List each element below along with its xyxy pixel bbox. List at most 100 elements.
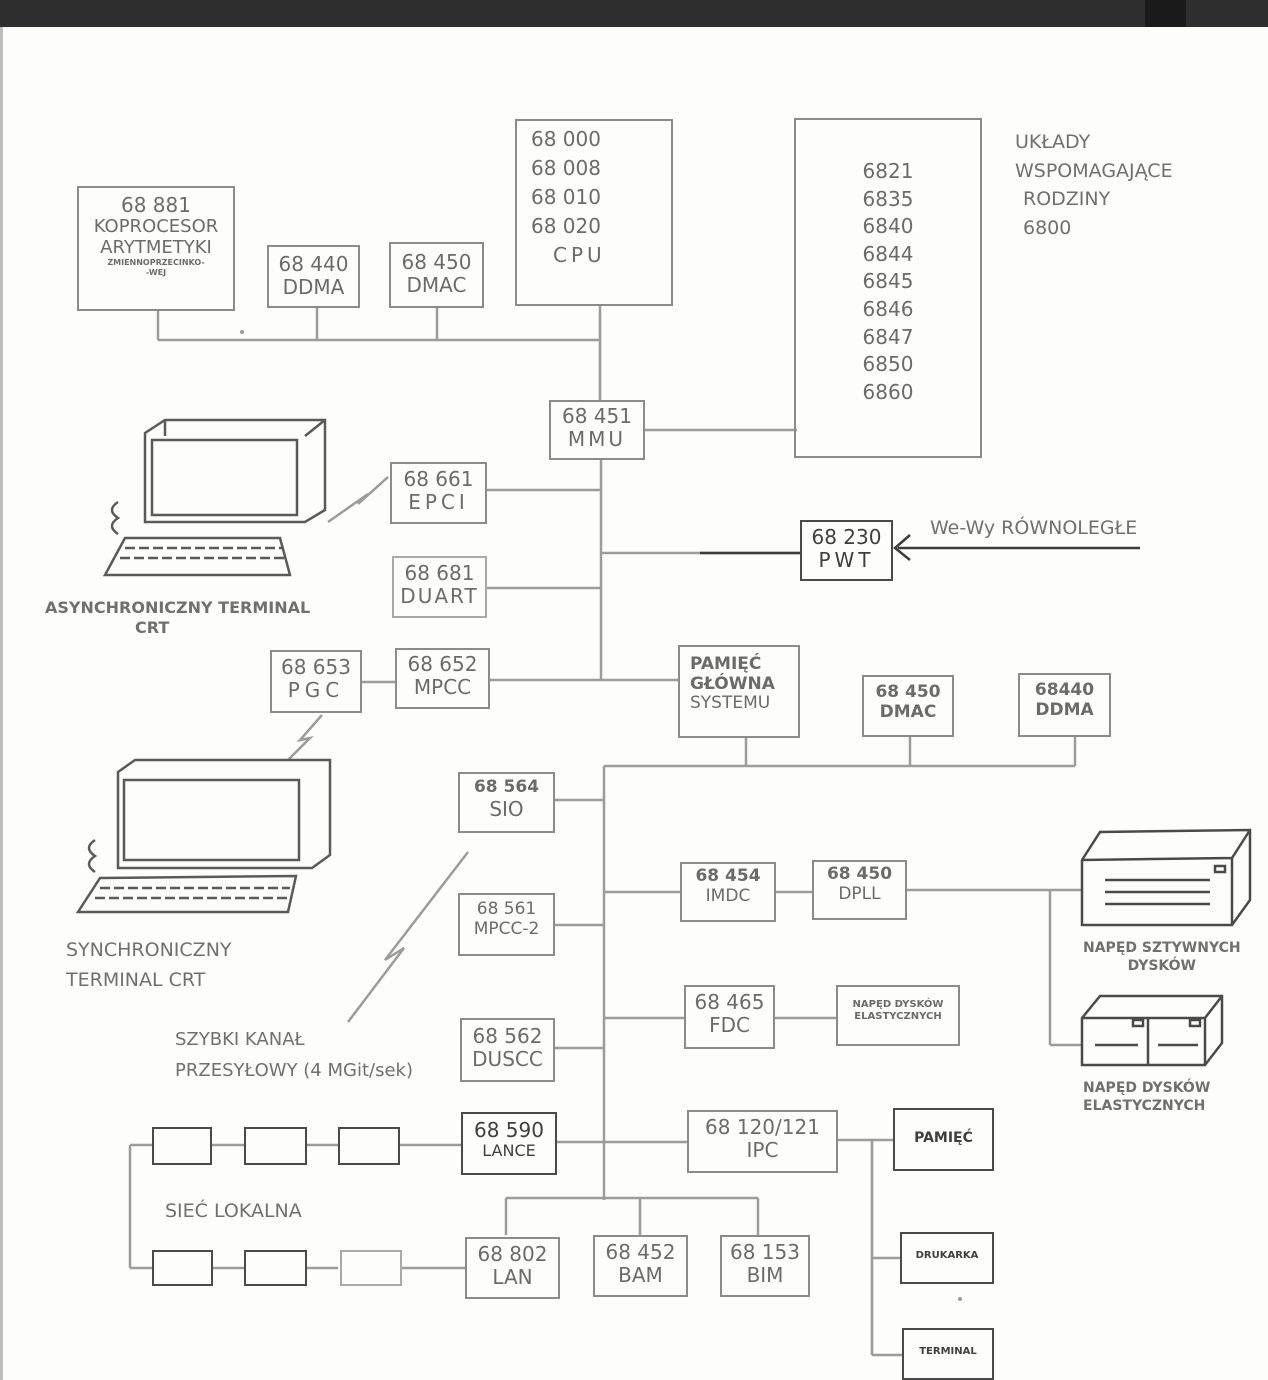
ddma-68440-box-2: 68440 DDMA — [1018, 673, 1111, 737]
bim-part: 68 153 — [730, 1240, 800, 1264]
lance-name: LANCE — [482, 1141, 536, 1160]
coproc-line5: -WEJ — [145, 267, 167, 277]
ipc-name: IPC — [746, 1138, 779, 1162]
hdd-label-line2: DYSKÓW — [1127, 957, 1196, 974]
chip-6860: 6860 — [862, 379, 914, 404]
terminal-box: TERMINAL — [902, 1328, 994, 1380]
chip-6850: 6850 — [862, 352, 914, 377]
dpll-68450-box: 68 450 DPLL — [812, 860, 907, 920]
support-title-3: RODZINY — [1023, 188, 1111, 210]
async-terminal-line1: ASYNCHRONICZNY TERMINAL — [45, 598, 311, 617]
memory-label: PAMIĘĆ — [914, 1130, 973, 1146]
pgc-name: PGC — [287, 678, 345, 702]
support-title-4: 6800 — [1023, 216, 1072, 239]
bim-68153-box: 68 153 BIM — [720, 1235, 810, 1297]
coproc-line3: ARYTMETYKI — [100, 236, 212, 258]
floppy-drive-box: NAPĘD DYSKÓW ELASTYCZNYCH — [836, 985, 960, 1046]
imdc-68454-box: 68 454 IMDC — [680, 862, 776, 922]
epci-name: EPCI — [408, 490, 469, 514]
sync-terminal-icon — [75, 758, 332, 914]
hdd-label-line1: NAPĘD SZTYWNYCH — [1083, 940, 1241, 956]
ddma1-part: 68 440 — [278, 252, 349, 276]
fast-channel-label: SZYBKI KANAŁ PRZESYŁOWY (4 MGit/sek) — [175, 1025, 413, 1086]
pgc-68653-box: 68 653 PGC — [270, 650, 362, 713]
fdc-name: FDC — [709, 1013, 750, 1037]
coproc-part: 68 881 — [121, 193, 191, 217]
epci-part: 68 661 — [403, 467, 474, 491]
ddma2-part: 68440 — [1034, 680, 1095, 700]
coproc-line4: ZMIENNOPRZECINKO- — [107, 258, 205, 268]
pgc-part: 68 653 — [281, 655, 351, 679]
async-terminal-line2: CRT — [135, 618, 170, 637]
ipc-part: 68 120/121 — [705, 1115, 820, 1139]
left-page-edge — [0, 27, 3, 1380]
lan-part: 68 802 — [477, 1242, 548, 1266]
support-title-1: UKŁADY — [1015, 131, 1091, 153]
mmu-name: MMU — [567, 427, 627, 451]
main-memory-line2: GŁÓWNA — [690, 673, 775, 694]
imdc-part: 68 454 — [695, 866, 761, 886]
duscc-name: DUSCC — [472, 1047, 543, 1071]
duscc-part: 68 562 — [472, 1024, 543, 1048]
bam-name: BAM — [618, 1263, 663, 1287]
cpu-68000: 68 000 — [531, 127, 601, 151]
dmac1-name: DMAC — [406, 273, 467, 297]
chip-6821: 6821 — [862, 159, 914, 183]
parallel-io-label: We-Wy RÓWNOLEGŁE — [930, 517, 1138, 539]
sync-terminal-label: SYNCHRONICZNY TERMINAL CRT — [66, 935, 232, 996]
async-terminal-label: ASYNCHRONICZNY TERMINAL CRT — [45, 598, 310, 638]
main-memory-box: PAMIĘĆ GŁÓWNA SYSTEMU — [678, 645, 800, 738]
cpu-label: CPU — [553, 243, 606, 267]
support-chips-box: 6821 6835 6840 6844 6845 6846 6847 6850 … — [794, 118, 982, 458]
mpcc-68652-box: 68 652 MPCC — [395, 648, 490, 709]
bam-68452-box: 68 452 BAM — [593, 1235, 688, 1297]
bim-name: BIM — [746, 1263, 784, 1287]
top-border-bar — [0, 0, 1268, 27]
dmac-68450-box-2: 68 450 DMAC — [862, 675, 954, 737]
lan-name: LAN — [492, 1265, 533, 1289]
floppy-box-line2: ELASTYCZNYCH — [854, 1010, 942, 1022]
mmu-part: 68 451 — [562, 404, 632, 428]
imdc-name: IMDC — [705, 885, 751, 906]
mpcc2-name: MPCC-2 — [473, 918, 540, 939]
speck — [240, 330, 244, 334]
lan-68802-box: 68 802 LAN — [465, 1237, 560, 1299]
main-memory-line1: PAMIĘĆ — [690, 654, 762, 674]
fast-channel-line1: SZYBKI KANAŁ — [175, 1029, 305, 1050]
coprocessor-68881-box: 68 881 KOPROCESOR ARYTMETYKI ZMIENNOPRZE… — [77, 186, 235, 311]
chip-6835: 6835 — [862, 186, 914, 211]
cpu-68008: 68 008 — [531, 156, 601, 180]
mpcc-name: MPCC — [413, 675, 472, 699]
fdc-part: 68 465 — [694, 990, 765, 1014]
dmac-68450-box: 68 450 DMAC — [389, 242, 484, 308]
main-memory-line3: SYSTEMU — [690, 693, 771, 714]
chip-6847: 6847 — [862, 324, 914, 349]
duscc-68562-box: 68 562 DUSCC — [460, 1018, 555, 1082]
epci-68661-box: 68 661 EPCI — [390, 462, 487, 524]
mpcc-part: 68 652 — [407, 652, 478, 676]
chip-6844: 6844 — [862, 241, 914, 266]
fast-channel-line2: PRZESYŁOWY (4 MGit/sek) — [175, 1059, 413, 1081]
lance-68590-box: 68 590 LANCE — [461, 1112, 557, 1175]
lan-node-box — [244, 1127, 307, 1165]
lan-node-box — [340, 1250, 402, 1286]
printer-label: DRUKARKA — [915, 1250, 979, 1261]
hard-disk-drive-icon — [1080, 828, 1252, 927]
pwt-part: 68 230 — [811, 525, 882, 549]
mpcc2-68561-box: 68 561 MPCC-2 — [458, 893, 555, 956]
ddma-68440-box: 68 440 DDMA — [267, 245, 360, 308]
dmac2-part: 68 450 — [875, 682, 941, 702]
lance-part: 68 590 — [474, 1118, 544, 1142]
sio-part: 68 564 — [473, 777, 540, 797]
floppy-drive-label: NAPĘD DYSKÓW ELASTYCZNYCH — [1083, 1080, 1210, 1115]
cpu-68010: 68 010 — [531, 185, 601, 209]
sio-name: SIO — [489, 796, 524, 821]
lan-node-box — [338, 1127, 400, 1165]
floppy-box-line1: NAPĘD DYSKÓW — [852, 999, 944, 1010]
chip-6845: 6845 — [862, 269, 914, 294]
ddma1-name: DDMA — [282, 275, 345, 299]
lan-node-box — [244, 1250, 307, 1286]
sio-68564-box: 68 564 SIO — [458, 772, 555, 833]
fdc-68465-box: 68 465 FDC — [684, 985, 775, 1049]
chip-6846: 6846 — [862, 296, 914, 321]
